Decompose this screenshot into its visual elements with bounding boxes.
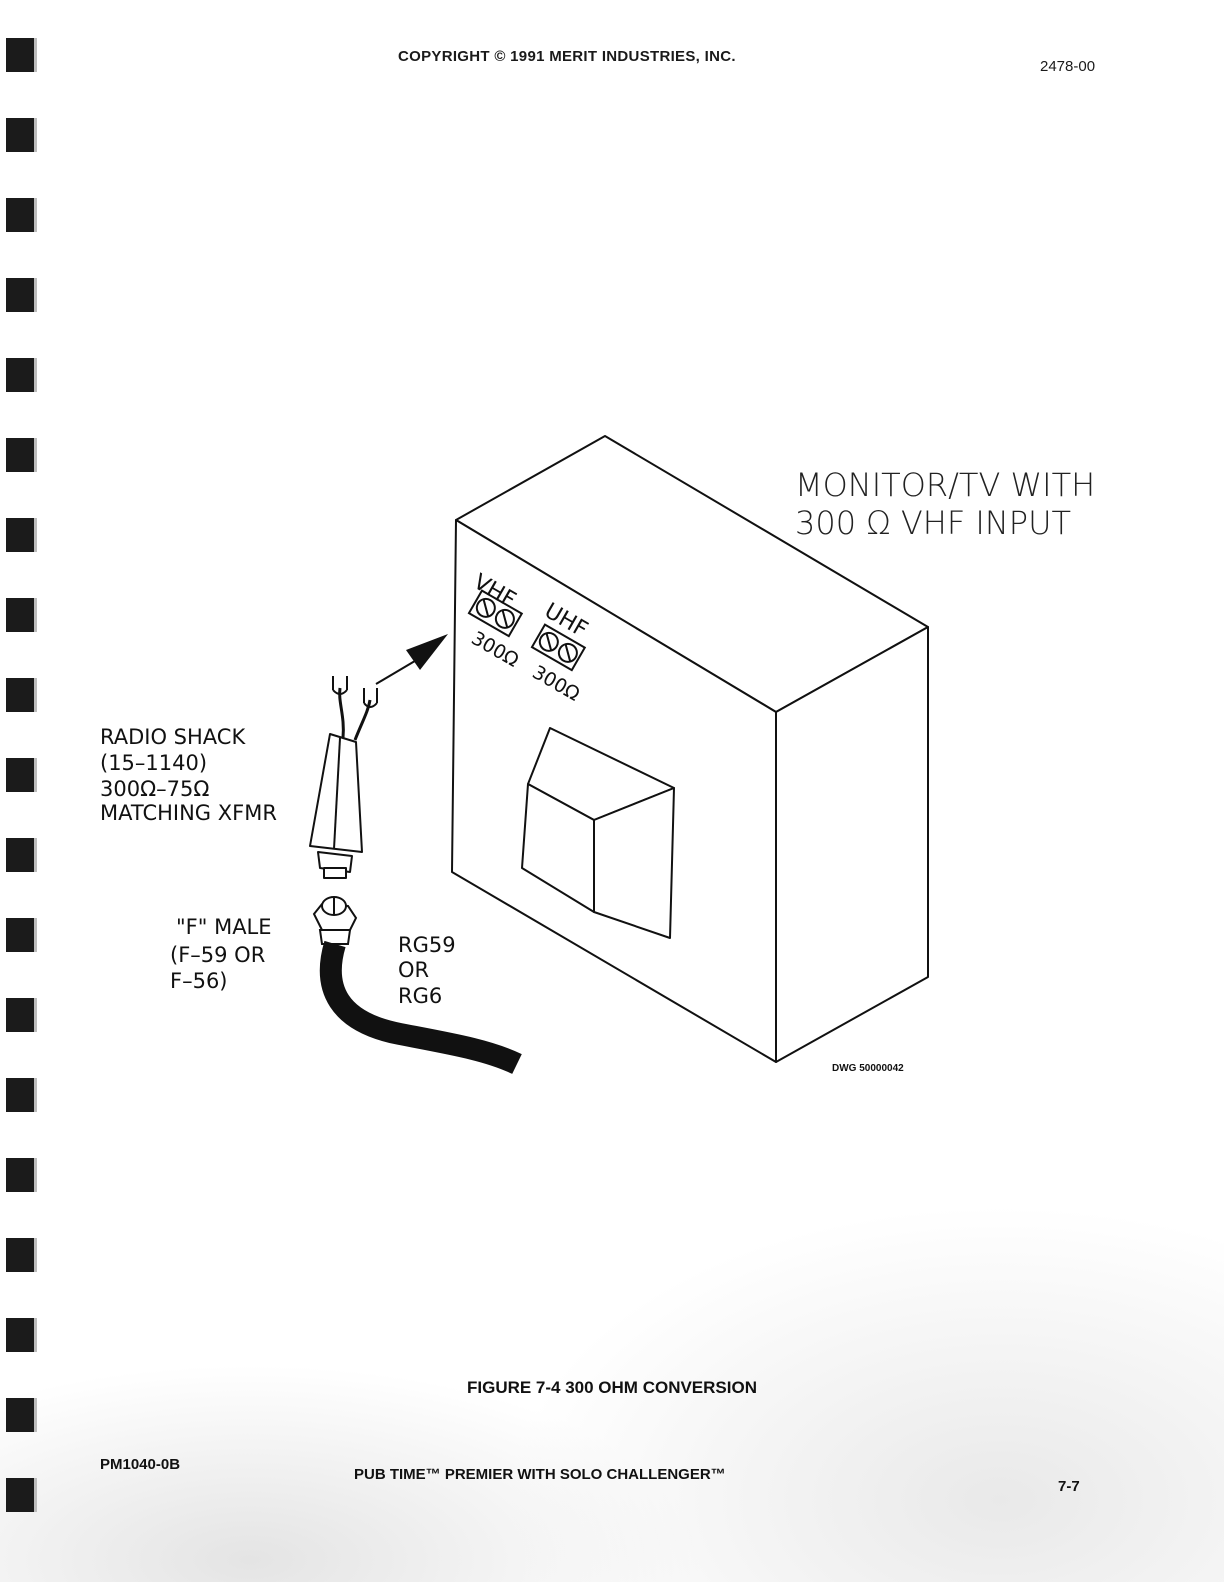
figure-caption: FIGURE 7-4 300 OHM CONVERSION <box>466 1378 757 1397</box>
monitor-label-line1: MONITOR/TV WITH <box>795 466 1095 504</box>
matching-transformer <box>309 733 363 879</box>
copyright-header: COPYRIGHT © 1991 MERIT INDUSTRIES, INC. <box>398 48 736 65</box>
xfmr-label-line4: MATCHING XFMR <box>100 801 277 825</box>
connection-arrow <box>375 634 448 685</box>
cable-label-line2: OR <box>398 958 429 982</box>
f-male-label-line1: "F" MALE <box>176 915 272 939</box>
footer-page-number: 7-7 <box>1058 1478 1080 1495</box>
monitor-screen <box>521 727 675 939</box>
uhf-terminal <box>530 623 587 672</box>
xfmr-label-line1: RADIO SHACK <box>100 725 246 749</box>
f-male-label-line3: F–56) <box>170 969 228 993</box>
cable-label-line1: RG59 <box>398 933 456 957</box>
f-male-connector <box>312 896 358 945</box>
monitor-label-line2: 300 Ω VHF INPUT <box>795 504 1071 542</box>
binding-holes <box>0 0 40 1582</box>
document-number: 2478-00 <box>1040 58 1096 75</box>
drawing-number: DWG 50000042 <box>832 1063 904 1074</box>
footer-part-number: PM1040-0B <box>100 1456 181 1473</box>
xfmr-label-line3: 300Ω–75Ω <box>100 777 209 801</box>
vhf-terminal <box>467 589 524 638</box>
coax-cable <box>319 940 522 1074</box>
footer-title: PUB TIME™ PREMIER WITH SOLO CHALLENGER™ <box>354 1466 726 1483</box>
transformer-leads <box>332 676 378 741</box>
xfmr-label-line2: (15–1140) <box>100 751 207 775</box>
cable-label-line3: RG6 <box>398 984 442 1008</box>
f-male-label-line2: (F–59 OR <box>170 943 265 967</box>
